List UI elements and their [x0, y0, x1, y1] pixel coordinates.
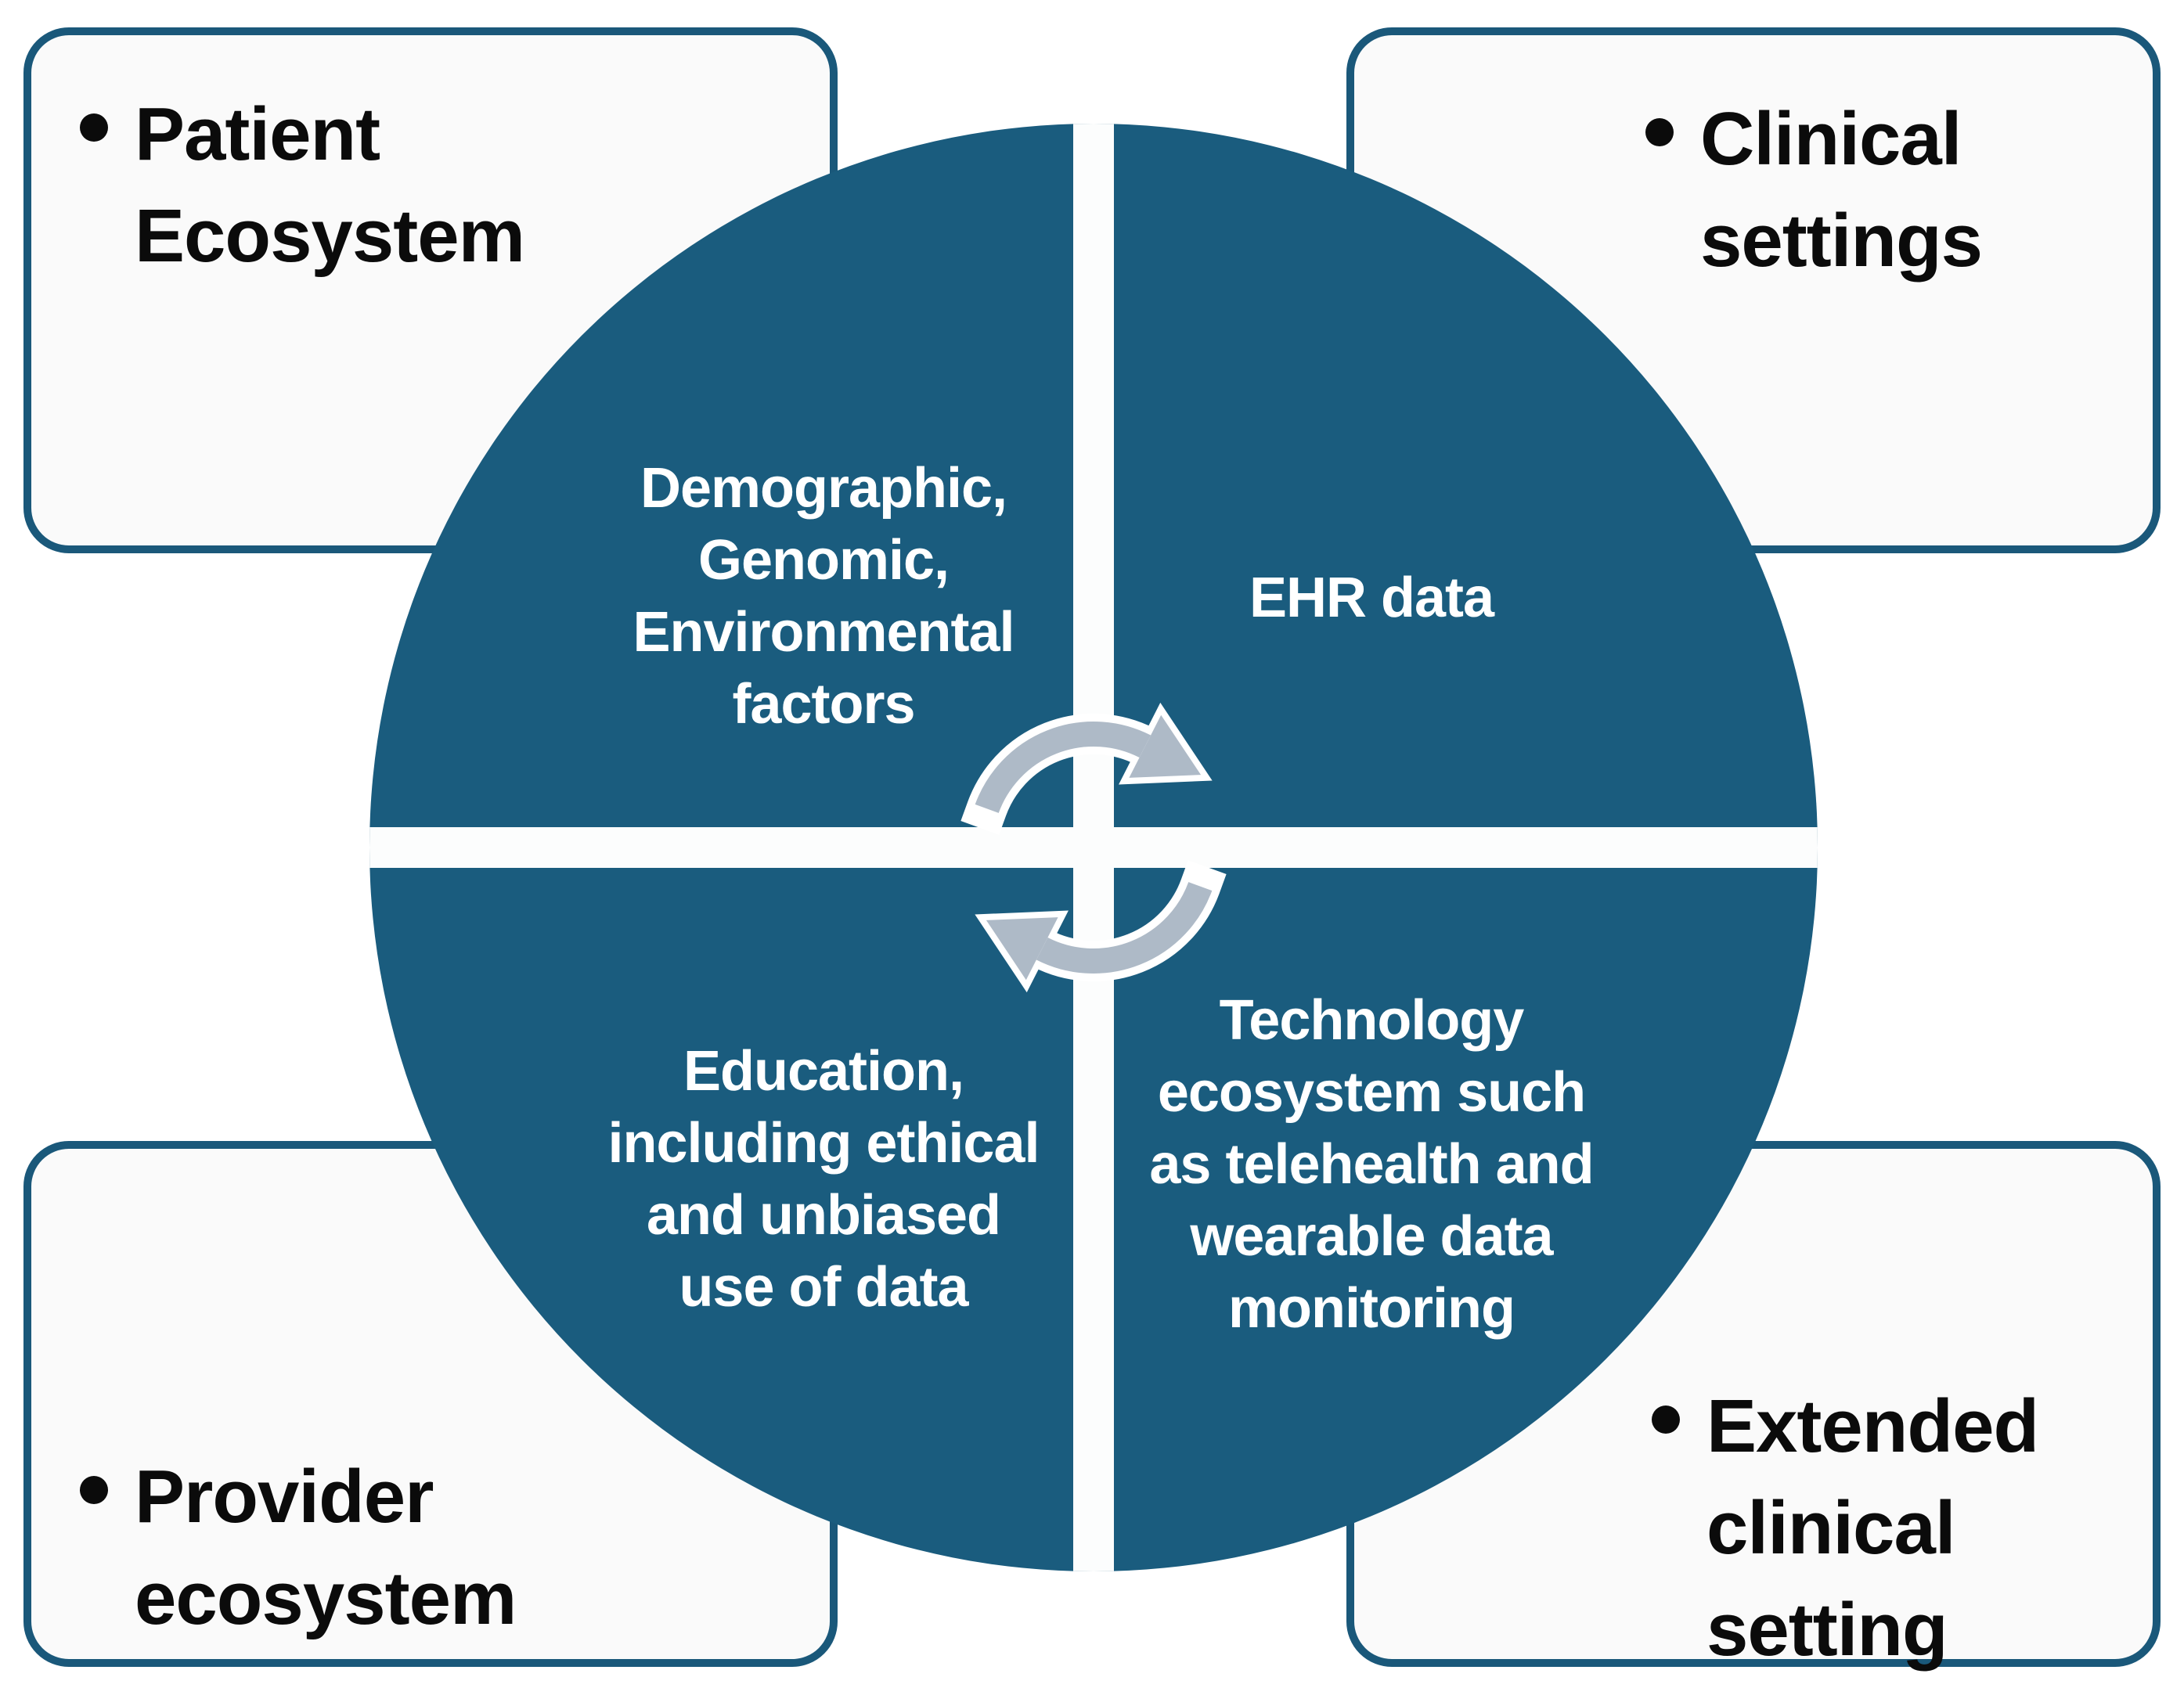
label-line: monitoring: [1228, 1277, 1515, 1340]
corner-box-content: Patient Ecosystem: [31, 35, 830, 287]
label-line: setting: [1706, 1588, 1948, 1672]
label-line: EHR data: [1249, 567, 1494, 629]
quadrant-label-technology-ecosystem: Technology ecosystem such as telehealth …: [1051, 984, 1692, 1344]
label-line: Education,: [683, 1040, 964, 1103]
label-line: Environmental: [632, 601, 1015, 664]
corner-box-content: Extended clinical setting: [1354, 1149, 2153, 1681]
label-line: clinical: [1706, 1486, 1956, 1570]
bullet-icon: [80, 113, 108, 142]
corner-box-label: Patient Ecosystem: [135, 84, 525, 287]
corner-box-label: Provider ecosystem: [135, 1446, 517, 1650]
bullet-icon: [80, 1476, 108, 1504]
quadrant-label-ehr-data: EHR data: [1058, 562, 1685, 634]
label-line: Provider: [135, 1455, 434, 1539]
clockwise-arrow-bottom: [975, 860, 1227, 993]
corner-box-label: Extended clinical setting: [1706, 1376, 2039, 1681]
label-line: wearable data: [1190, 1205, 1553, 1268]
quadrant-circle: Demographic, Genomic, Environmental fact…: [369, 124, 1818, 1571]
clockwise-arrow-top: [960, 702, 1213, 835]
label-line: Technology: [1219, 989, 1525, 1052]
quadrant-divider-horizontal: [369, 827, 1818, 868]
label-line: Extended: [1706, 1384, 2039, 1468]
label-line: Clinical: [1700, 97, 1962, 181]
quadrant-label-demographic: Demographic, Genomic, Environmental fact…: [448, 452, 1199, 740]
corner-box-label: Clinical settings: [1700, 88, 1983, 292]
quadrant-label-education: Education, including ethical and unbiase…: [448, 1035, 1199, 1323]
label-line: Genomic,: [697, 529, 950, 592]
label-line: and unbiased: [646, 1184, 1001, 1247]
label-line: factors: [732, 673, 915, 736]
label-line: as telehealth and: [1149, 1133, 1594, 1196]
corner-box-content: Clinical settings: [1354, 35, 2153, 292]
label-line: Demographic,: [640, 457, 1007, 520]
label-line: Patient: [135, 92, 380, 176]
label-line: ecosystem such: [1157, 1061, 1586, 1124]
label-line: including ethical: [607, 1112, 1040, 1175]
label-line: use of data: [679, 1256, 968, 1319]
label-line: settings: [1700, 199, 1983, 283]
label-line: Ecosystem: [135, 194, 525, 278]
bullet-icon: [1645, 118, 1674, 146]
corner-box-content: Provider ecosystem: [31, 1149, 830, 1650]
cycle-arrows-icon: [960, 702, 1227, 993]
bullet-icon: [1652, 1405, 1680, 1434]
label-line: ecosystem: [135, 1557, 517, 1640]
